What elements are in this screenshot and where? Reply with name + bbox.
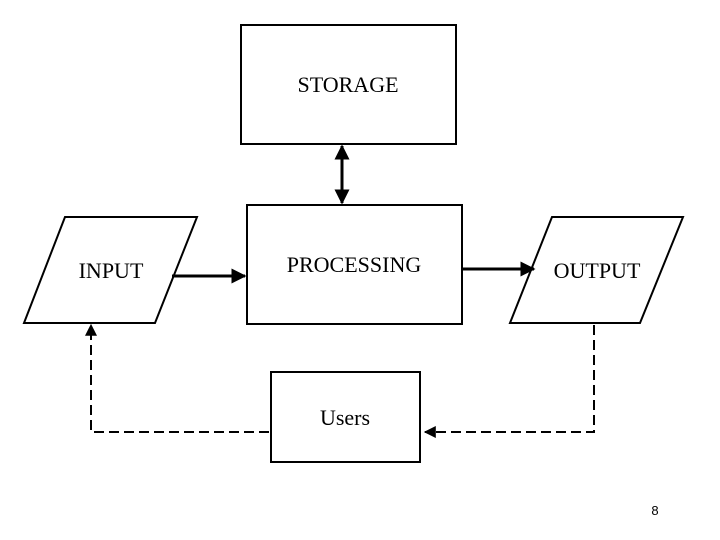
processing-label: PROCESSING xyxy=(287,252,422,277)
input-label: INPUT xyxy=(79,258,144,283)
input-node: INPUT xyxy=(22,216,199,324)
users-box xyxy=(270,371,421,463)
input-parallelogram xyxy=(22,216,199,324)
storage-label: STORAGE xyxy=(297,72,398,97)
storage-node: STORAGE xyxy=(240,24,457,145)
output-parallelogram xyxy=(508,216,685,324)
output-node: OUTPUT xyxy=(508,216,685,324)
users-label: Users xyxy=(320,405,370,430)
processing-node: PROCESSING xyxy=(246,204,463,325)
users-node: Users xyxy=(270,371,421,463)
processing-box xyxy=(246,204,463,325)
output-label: OUTPUT xyxy=(554,258,641,283)
storage-box xyxy=(240,24,457,145)
output-users-dashed-arrow xyxy=(423,325,595,438)
users-input-dashed-arrow xyxy=(85,323,269,433)
page-number: 8 xyxy=(651,503,658,518)
